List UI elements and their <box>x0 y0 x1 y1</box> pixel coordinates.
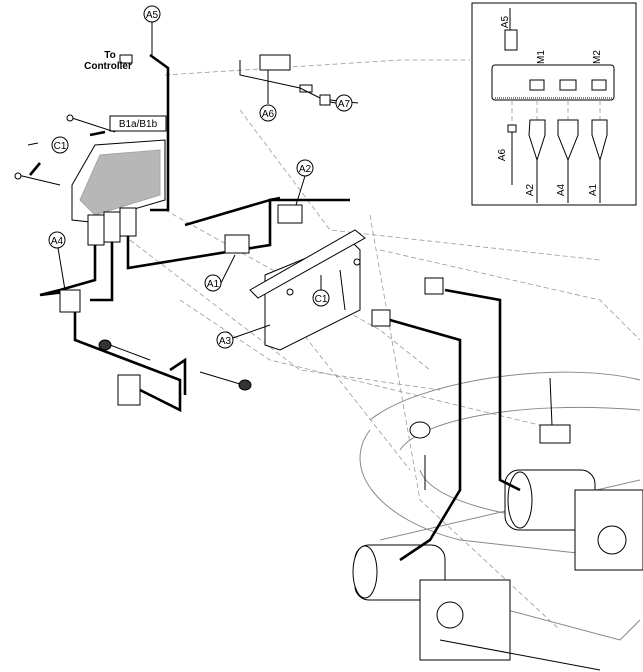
screws-c1-left <box>14 114 116 186</box>
harness-cables <box>39 53 521 562</box>
callout-a5: A5 <box>143 5 161 23</box>
controller-module <box>71 115 167 223</box>
svg-text:A4: A4 <box>51 236 64 247</box>
chair-base-frame <box>352 371 643 671</box>
callout-to-controller: To Controller <box>84 50 132 72</box>
svg-text:A1: A1 <box>588 183 599 196</box>
svg-text:M1: M1 <box>536 50 547 64</box>
svg-text:M2: M2 <box>592 50 603 64</box>
callout-a6: A6 <box>259 104 277 122</box>
svg-text:A4: A4 <box>556 183 567 196</box>
svg-text:C1: C1 <box>315 294 328 305</box>
callout-a4: A4 <box>48 231 66 249</box>
callout-a1: A1 <box>204 274 222 292</box>
svg-text:A7: A7 <box>338 99 351 110</box>
callout-c1-right: C1 <box>312 289 330 307</box>
svg-text:B1a/B1b: B1a/B1b <box>119 119 158 130</box>
svg-text:A6: A6 <box>262 109 275 120</box>
svg-text:To: To <box>104 50 115 61</box>
svg-text:A3: A3 <box>219 336 232 347</box>
leader-lines <box>57 22 337 339</box>
callout-b1a-b1b: B1a/B1b <box>119 119 158 130</box>
callout-a2: A2 <box>296 159 314 177</box>
inset-detail: A5 M1 M2 A6 A2 A4 A1 <box>471 2 637 206</box>
connectors <box>59 54 444 406</box>
svg-text:A2: A2 <box>299 164 312 175</box>
svg-text:A1: A1 <box>207 279 220 290</box>
svg-text:A2: A2 <box>525 183 536 196</box>
svg-text:Controller: Controller <box>84 61 132 72</box>
mounting-bracket <box>249 229 366 351</box>
svg-text:A6: A6 <box>497 148 508 161</box>
svg-text:C1: C1 <box>54 141 67 152</box>
svg-text:A5: A5 <box>146 10 159 21</box>
svg-text:A5: A5 <box>500 15 511 28</box>
callout-a7: A7 <box>335 94 353 112</box>
callout-c1-left: C1 <box>51 136 69 154</box>
callout-a3: A3 <box>216 331 234 349</box>
